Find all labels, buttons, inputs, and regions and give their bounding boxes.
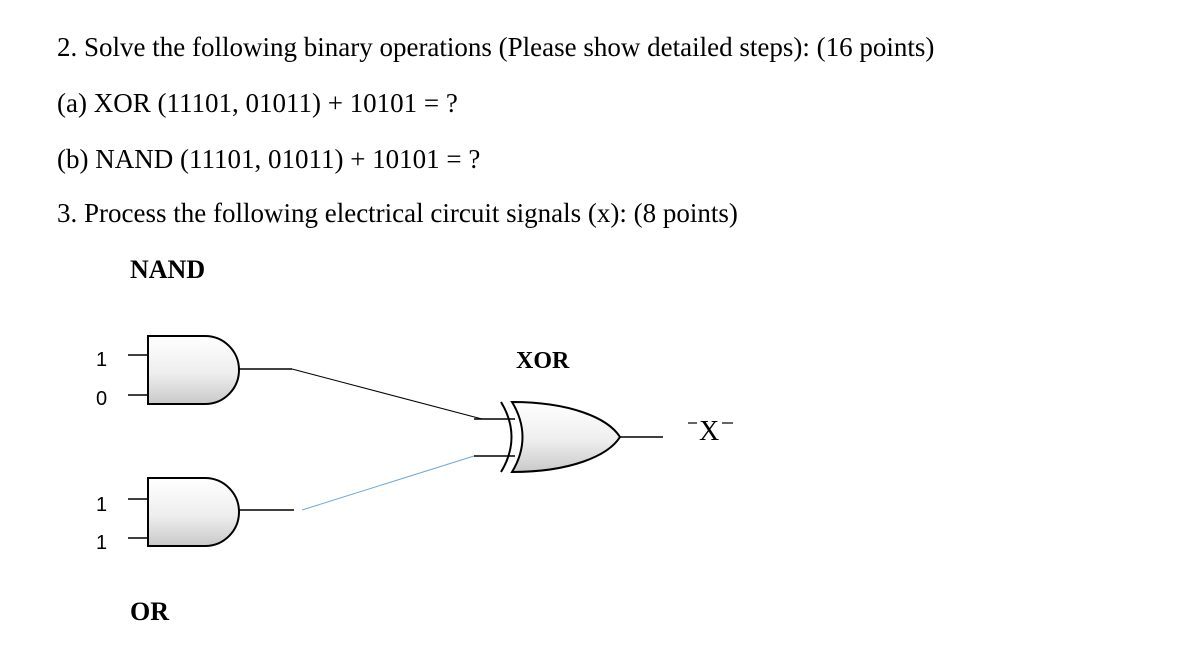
nand-input-a: 1 [96, 349, 108, 371]
or-gate-label: OR [130, 597, 169, 626]
wire-or-to-xor [301, 455, 475, 511]
wire-nand-to-xor [291, 368, 483, 420]
nand-input-b: 0 [96, 388, 108, 410]
output-x-label: X [699, 416, 720, 447]
or-input-leads [128, 498, 148, 539]
xor-gate-label: XOR [516, 348, 570, 374]
xor-gate-input-curve [500, 401, 513, 473]
xor-gate-symbol [510, 400, 622, 474]
question-2-heading: 2. Solve the following binary operations… [57, 32, 935, 62]
or-input-a: 1 [96, 494, 108, 516]
xor-input-leads [474, 418, 515, 457]
nand-input-leads [128, 354, 148, 396]
or-input-b: 1 [96, 532, 108, 554]
question-2a: (a) XOR (11101, 01011) + 10101 = ? [57, 88, 458, 118]
or-gate-symbol [147, 477, 240, 547]
nand-gate-label: NAND [130, 255, 206, 284]
question-2b: (b) NAND (11101, 01011) + 10101 = ? [57, 144, 481, 174]
nand-gate-symbol [147, 335, 240, 405]
question-3-heading: 3. Process the following electrical circ… [57, 198, 738, 228]
